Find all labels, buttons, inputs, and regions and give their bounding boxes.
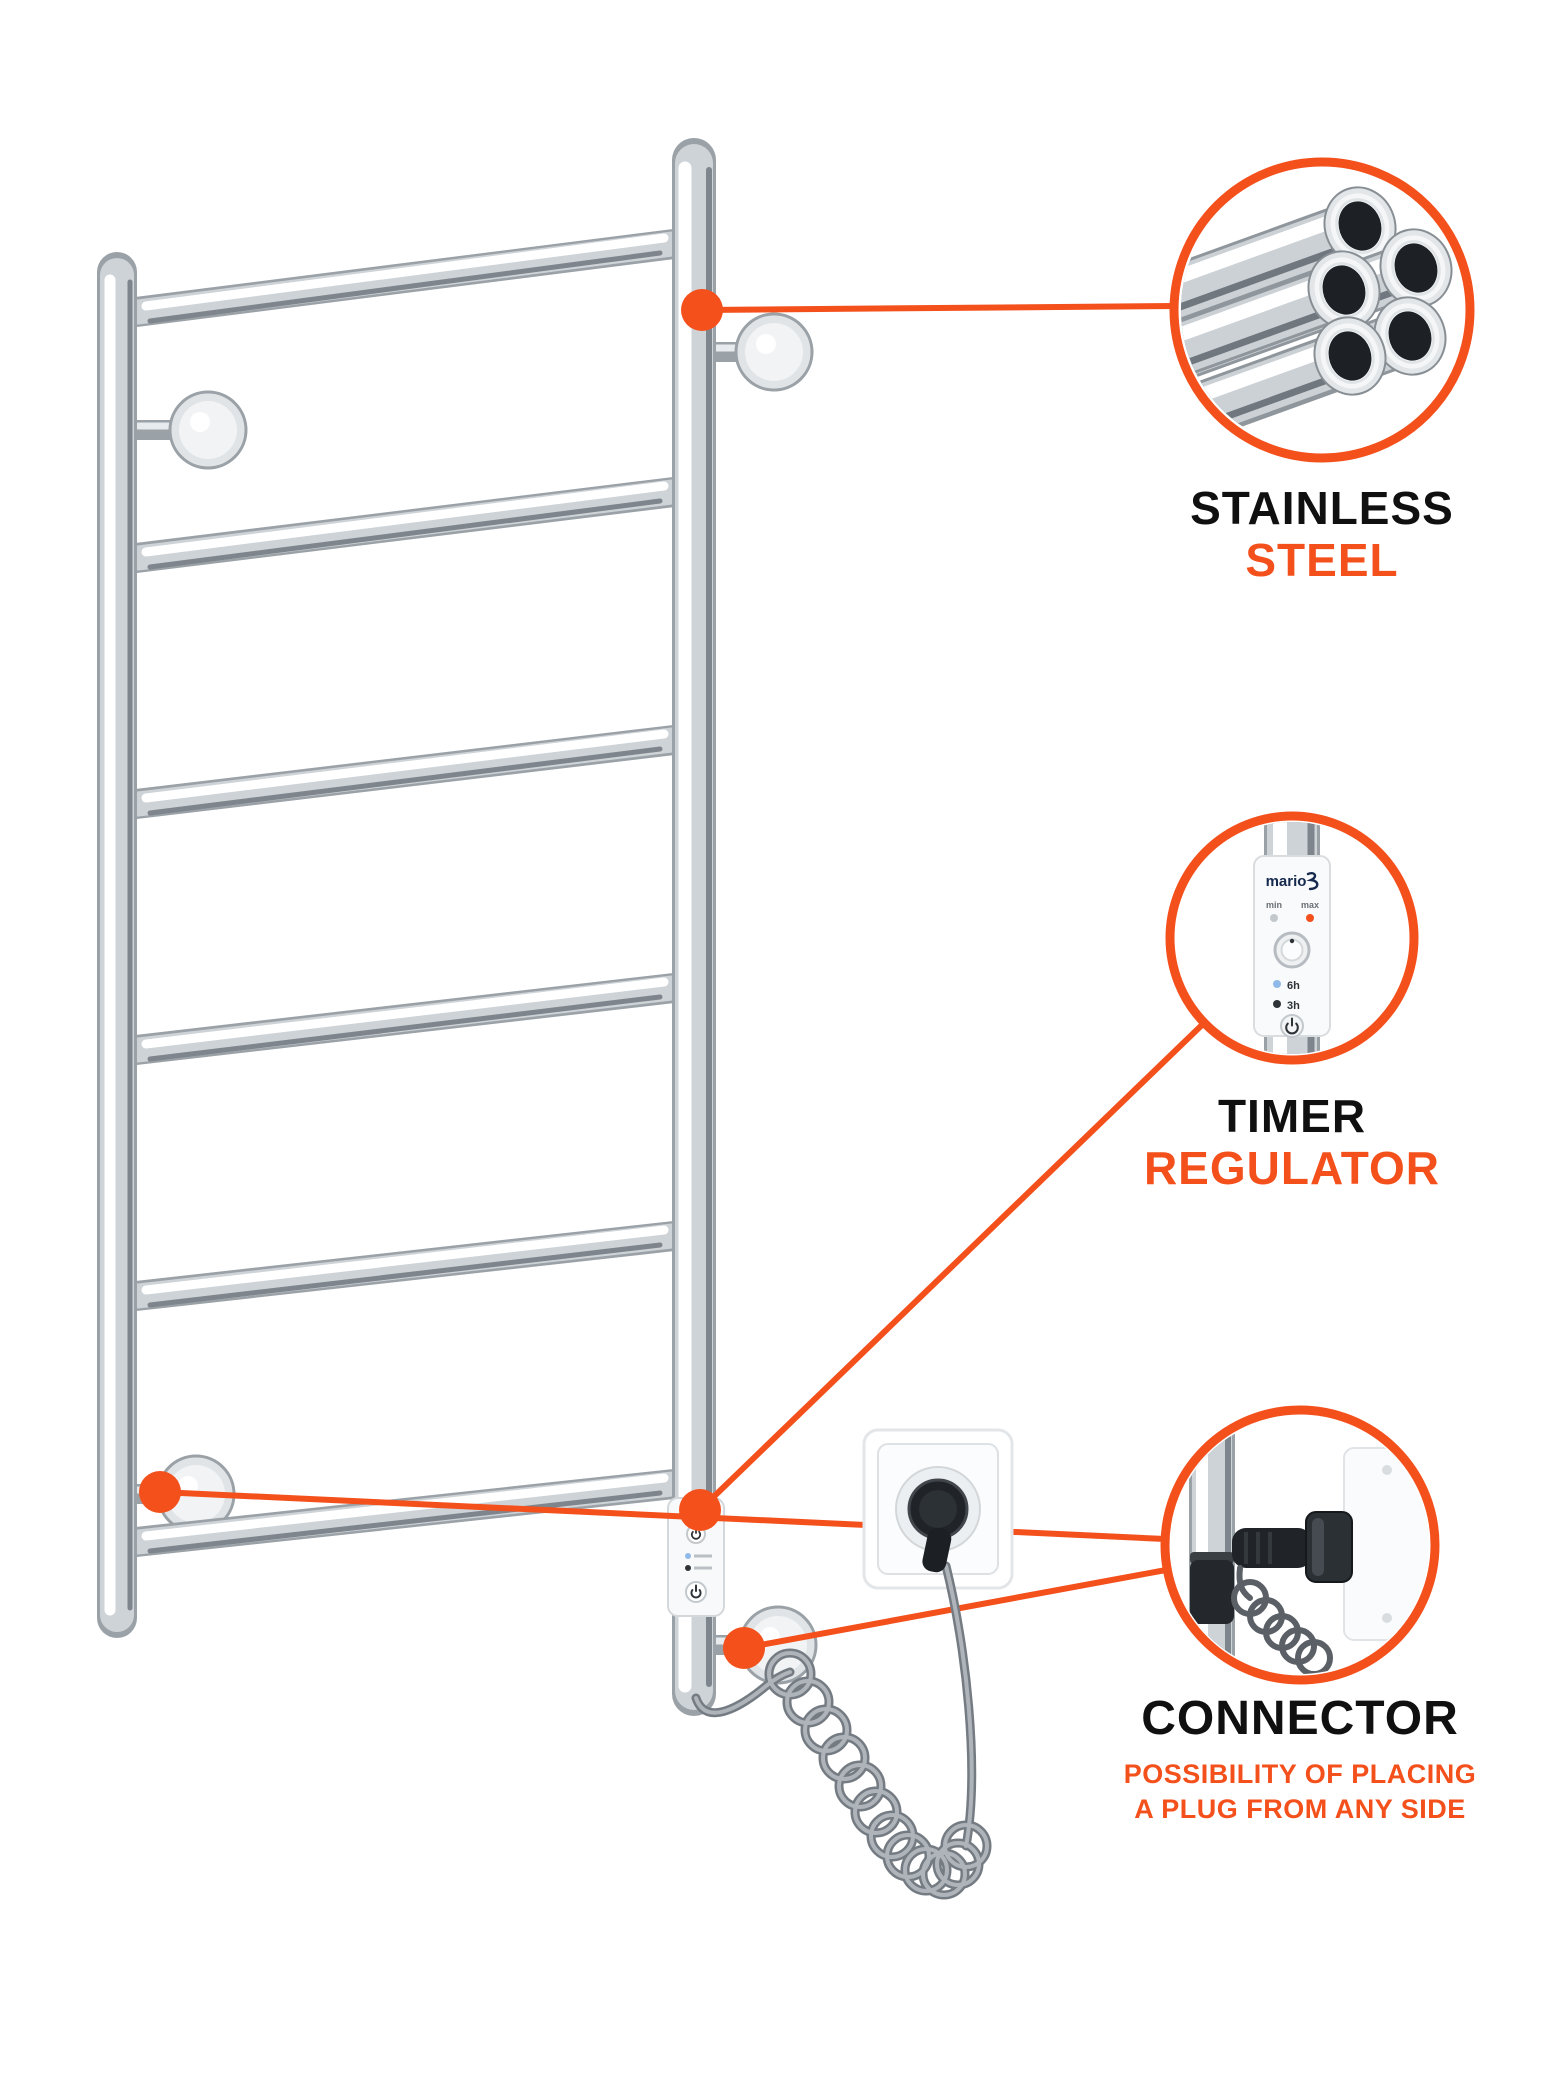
- timer-6h-led: [1273, 980, 1281, 988]
- timer-min-led: [1270, 914, 1278, 922]
- timer-3h-led: [1273, 1000, 1281, 1008]
- rung-2: [121, 477, 689, 573]
- connector-subtitle: POSSIBILITY OF PLACING A PLUG FROM ANY S…: [1048, 1757, 1552, 1827]
- timer-led-6h: [685, 1553, 691, 1559]
- callout-line-timer: [697, 1020, 1207, 1513]
- towel-rail: mario: [97, 138, 818, 1716]
- stainless-steel-pipes-icon: [1181, 186, 1453, 451]
- timer-regulator-label: TIMER REGULATOR: [1052, 1090, 1532, 1195]
- timer-min-label: min: [1266, 900, 1282, 910]
- power-plug: [907, 1478, 969, 1573]
- timer-max-label: max: [1301, 900, 1319, 910]
- stainless-callout-circle: [1169, 157, 1475, 463]
- timer-panel-brand: mario: [1266, 873, 1307, 890]
- timer-led-3h: [685, 1565, 691, 1571]
- connector-label: CONNECTOR POSSIBILITY OF PLACING A PLUG …: [1048, 1692, 1552, 1827]
- connector-callout-circle: [1160, 1405, 1440, 1685]
- left-rail: [97, 252, 137, 1638]
- callout-line-stainless: [699, 303, 1177, 313]
- callout-dots: [139, 289, 765, 1669]
- right-rail: [672, 138, 716, 1716]
- connector-subtitle-line1: POSSIBILITY OF PLACING: [1123, 1758, 1477, 1789]
- callout-dot-timer: [679, 1489, 721, 1531]
- timer-regulator-icon: mario min max 6h 3h: [1253, 822, 1331, 1054]
- connector-callout-border: [1160, 1405, 1440, 1685]
- stainless-callout-border: [1169, 157, 1475, 463]
- callout-dot-stainless: [681, 289, 723, 331]
- timer-6h-label: 6h: [1287, 980, 1300, 992]
- stainless-steel-label: STAINLESS STEEL: [1092, 482, 1552, 587]
- callout-dot-connector-bottom: [723, 1627, 765, 1669]
- timer-3h-label: 3h: [1287, 1000, 1300, 1012]
- timer-title: TIMER: [1217, 1090, 1367, 1142]
- wall-mount-top-right: [702, 312, 814, 392]
- timer-callout-circle: mario min max 6h 3h: [1165, 811, 1419, 1065]
- timer-highlight: REGULATOR: [1143, 1142, 1441, 1195]
- callout-dot-connector-left: [139, 1471, 181, 1513]
- stainless-title: STAINLESS: [1190, 482, 1454, 534]
- connector-subtitle-line2: A PLUG FROM ANY SIDE: [1134, 1793, 1466, 1824]
- wall-mount-top-left: [126, 390, 248, 470]
- rung-6: [121, 1469, 689, 1557]
- rung-1: [121, 229, 689, 327]
- connector-title: CONNECTOR: [1141, 1692, 1459, 1745]
- rung-4: [121, 973, 689, 1065]
- rung-5: [121, 1221, 689, 1311]
- timer-callout-border: [1165, 811, 1419, 1065]
- brand-logo-icon: [1306, 872, 1319, 891]
- rung-3: [121, 725, 689, 819]
- timer-max-led: [1306, 914, 1314, 922]
- stainless-highlight: STEEL: [1245, 534, 1399, 587]
- coiled-cable: [696, 1566, 987, 1895]
- power-icon: [690, 1530, 702, 1540]
